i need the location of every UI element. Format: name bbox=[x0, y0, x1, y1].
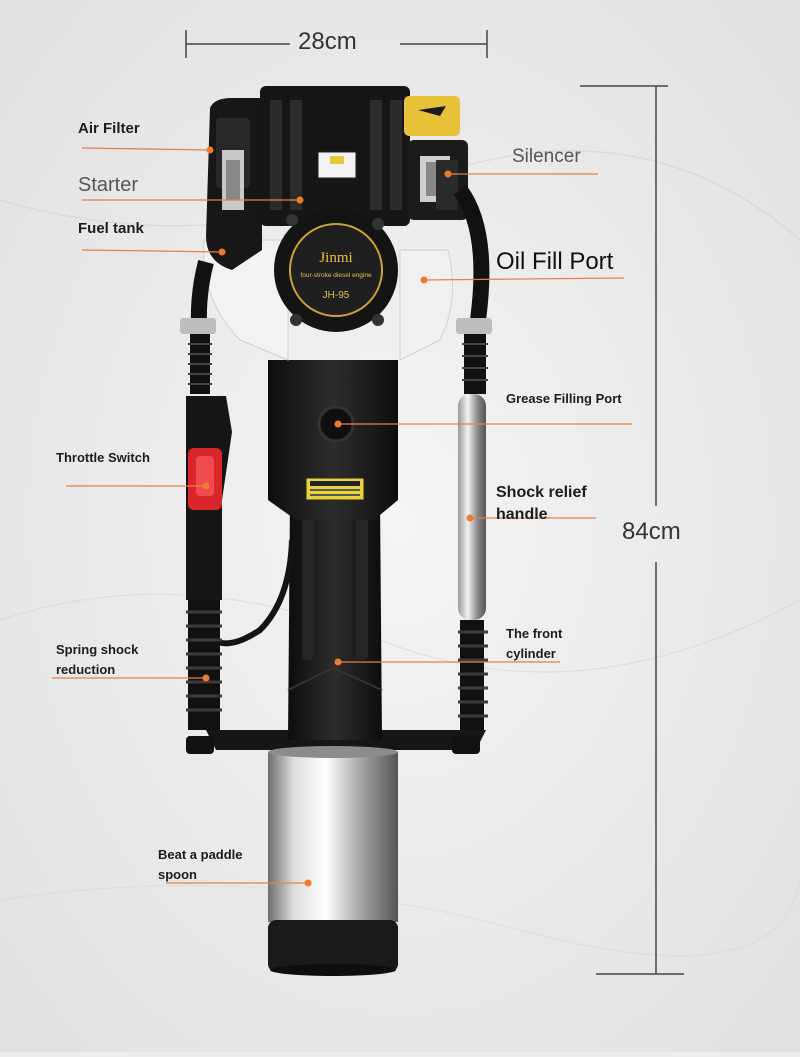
label-front-cylinder-line2: cylinder bbox=[506, 646, 556, 661]
label-fuel-tank: Fuel tank bbox=[78, 220, 144, 237]
height-dimension-label: 84cm bbox=[622, 518, 681, 545]
label-front-cylinder: The front cylinder bbox=[506, 624, 562, 664]
leader-dots bbox=[202, 146, 474, 887]
label-shock-relief-handle: Shock relief handle bbox=[496, 482, 587, 526]
width-dimension-line bbox=[185, 30, 488, 58]
label-front-cylinder-line1: The front bbox=[506, 626, 563, 641]
label-throttle-switch: Throttle Switch bbox=[56, 450, 150, 465]
brand-logo-plate bbox=[404, 96, 460, 136]
starter-housing bbox=[274, 208, 398, 332]
gearbox-housing bbox=[268, 360, 398, 520]
label-air-filter: Air Filter bbox=[78, 120, 140, 137]
label-silencer: Silencer bbox=[512, 146, 581, 167]
label-paddle-spoon-line2: spoon bbox=[158, 867, 197, 882]
label-spring-shock-line1: Spring shock bbox=[56, 642, 139, 657]
badge-subtitle: four-stroke diesel engine bbox=[300, 272, 372, 279]
shock-relief-grip bbox=[458, 394, 486, 620]
silencer-housing bbox=[408, 140, 468, 220]
label-spring-shock-reduction: Spring shock reduction bbox=[56, 640, 138, 680]
height-dimension-line bbox=[580, 85, 684, 975]
fuel-tank bbox=[203, 239, 289, 361]
leader-lines bbox=[52, 147, 632, 884]
badge-model: JH-95 bbox=[323, 290, 350, 301]
label-paddle-spoon: Beat a paddle spoon bbox=[158, 845, 243, 885]
engine-block bbox=[260, 86, 460, 226]
label-starter: Starter bbox=[78, 174, 139, 196]
air-filter-housing bbox=[206, 98, 262, 270]
label-grease-filling-port: Grease Filling Port bbox=[506, 391, 622, 406]
label-oil-fill-port: Oil Fill Port bbox=[496, 248, 614, 275]
label-shock-relief-line1: Shock relief bbox=[496, 484, 587, 501]
right-handle bbox=[453, 185, 492, 730]
width-dimension-label: 28cm bbox=[298, 28, 357, 55]
paddle-spoon bbox=[268, 746, 398, 976]
front-cylinder bbox=[287, 500, 383, 740]
label-spring-shock-line2: reduction bbox=[56, 662, 116, 677]
badge-brand: Jinmi bbox=[319, 250, 352, 266]
label-paddle-spoon-line1: Beat a paddle bbox=[158, 847, 243, 862]
left-handle bbox=[180, 259, 232, 730]
label-shock-relief-line2: handle bbox=[496, 506, 548, 523]
